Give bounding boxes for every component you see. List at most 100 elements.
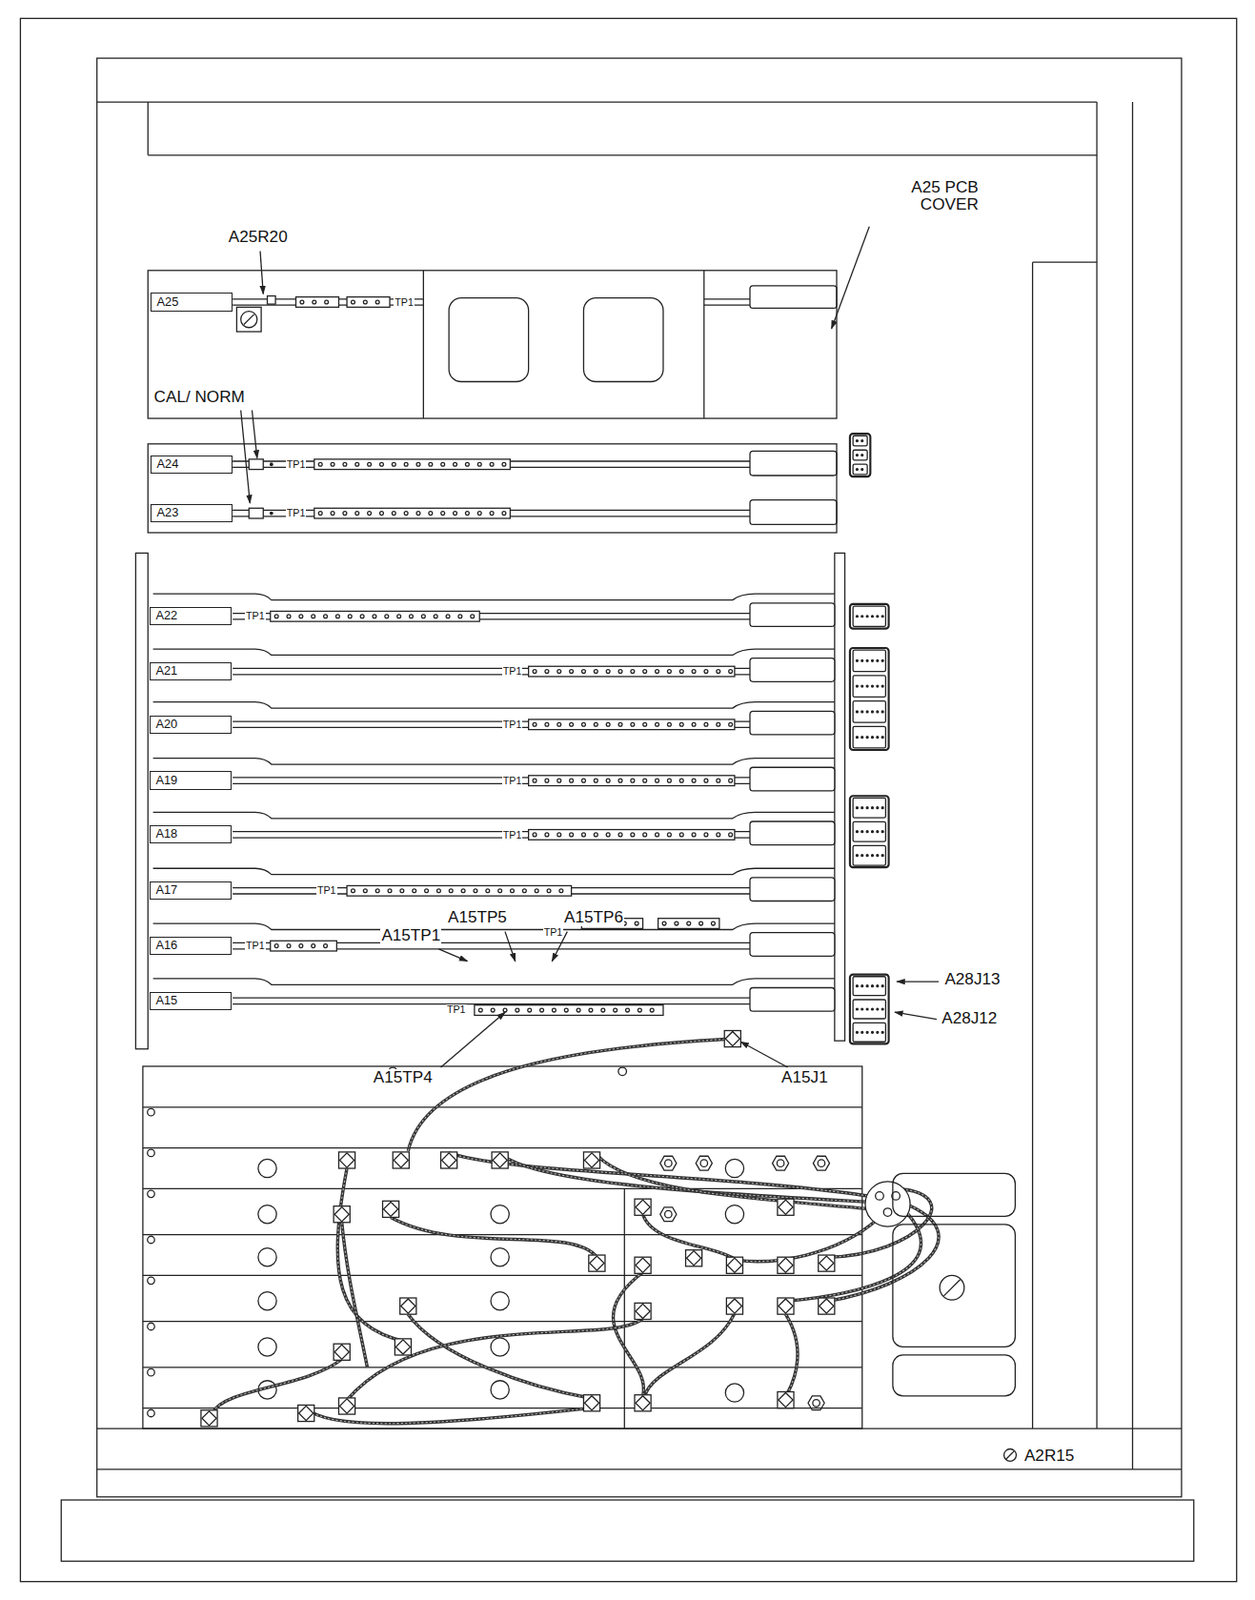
test-point (274, 944, 279, 949)
coax-cable-braid (212, 1358, 343, 1414)
test-point-label: TP1 (543, 927, 565, 938)
connector-pin (855, 1008, 858, 1011)
test-point (425, 889, 429, 893)
chassis-band (142, 1147, 863, 1149)
test-point-label: TP1 (316, 885, 338, 896)
test-point (582, 832, 587, 837)
test-point (559, 889, 564, 893)
divider-port (875, 1192, 885, 1201)
test-point (453, 462, 458, 466)
test-point (545, 669, 549, 674)
connector-pin (881, 830, 884, 833)
coax-cable (785, 1314, 798, 1393)
test-point-label: TP1 (502, 666, 524, 677)
sma-connector-nut (687, 1251, 702, 1266)
connector-row (852, 821, 886, 842)
test-point (704, 669, 709, 674)
callout-label: CAL/ NORM (153, 388, 246, 406)
a25-module (147, 270, 837, 419)
hex-connector-pin (665, 1159, 672, 1167)
sma-connector-nut (442, 1153, 457, 1168)
test-point (630, 832, 635, 837)
test-point (630, 778, 635, 783)
test-point-label: TP1 (393, 297, 415, 308)
test-point (445, 614, 450, 619)
edge-connector (749, 500, 837, 526)
test-point (351, 889, 356, 893)
hex-connector (812, 1155, 830, 1171)
connector-pin (876, 830, 879, 833)
test-point (502, 511, 507, 516)
cage-rail (834, 552, 846, 1041)
screw (147, 1409, 155, 1417)
leader-line (505, 931, 516, 962)
connector-pin (861, 854, 864, 857)
switch-dot (270, 511, 274, 515)
test-point (412, 889, 417, 893)
test-point (545, 778, 549, 783)
connector-pin (876, 685, 879, 688)
test-point (667, 832, 671, 837)
test-point (355, 462, 360, 466)
test-point (433, 614, 438, 619)
test-point (662, 921, 667, 926)
board-cage (147, 444, 837, 533)
screw (618, 1067, 628, 1076)
test-point (545, 722, 549, 727)
sma-connector-nut (589, 1255, 605, 1271)
adjust-slot (943, 1279, 960, 1296)
connector-pin (871, 1031, 874, 1033)
board-number: A17 (150, 884, 183, 897)
connector-block (850, 433, 871, 477)
sma-connector-nut (635, 1199, 650, 1215)
test-point (461, 889, 466, 893)
connector-pin (881, 985, 884, 988)
test-point (532, 722, 537, 727)
sma-connector-nut (339, 1398, 354, 1414)
access-hole (490, 1248, 509, 1267)
connector-block (850, 604, 890, 629)
coax-cable-braid (346, 1317, 644, 1400)
frame-line (147, 154, 1097, 156)
access-hole (490, 1292, 509, 1311)
test-point (637, 1008, 642, 1013)
adjust-screw (939, 1275, 965, 1300)
panel-cutout (892, 1173, 1015, 1216)
chassis-band (142, 1188, 863, 1190)
board-number: A25 (151, 296, 183, 309)
sma-connector (338, 1152, 355, 1169)
chassis-band (142, 1234, 863, 1235)
connector-row (852, 649, 886, 671)
connector-pin (881, 807, 884, 810)
leader-line (441, 1012, 506, 1068)
edge-connector (749, 767, 835, 791)
sma-connector (634, 1302, 651, 1319)
coax-cable-braid (785, 1314, 798, 1393)
frame-line (1095, 101, 1097, 1429)
test-point (489, 462, 494, 466)
hex-connector (660, 1155, 677, 1171)
board-number: A20 (150, 718, 183, 731)
test-point (728, 669, 733, 674)
connector-pin (866, 830, 869, 833)
connector-pin (876, 1008, 879, 1011)
board-top-edge (153, 648, 835, 655)
test-point (300, 300, 304, 304)
connector-pin (871, 615, 874, 618)
test-point (335, 614, 340, 619)
board-label-box: A16 (149, 936, 232, 955)
test-point (409, 614, 414, 619)
coax-cable-braid (407, 1038, 732, 1152)
coax-cable-braid (788, 1214, 922, 1301)
test-point (428, 511, 433, 516)
connector-pin (871, 685, 874, 688)
connector-pin (866, 710, 869, 713)
screw (147, 1235, 155, 1243)
board-label-box: A19 (149, 770, 232, 790)
edge-connector (749, 603, 835, 628)
test-point (667, 722, 671, 727)
test-point (441, 462, 446, 466)
edge-connector (749, 821, 835, 846)
edge-connector (749, 710, 835, 735)
base-plate (60, 1499, 1195, 1561)
